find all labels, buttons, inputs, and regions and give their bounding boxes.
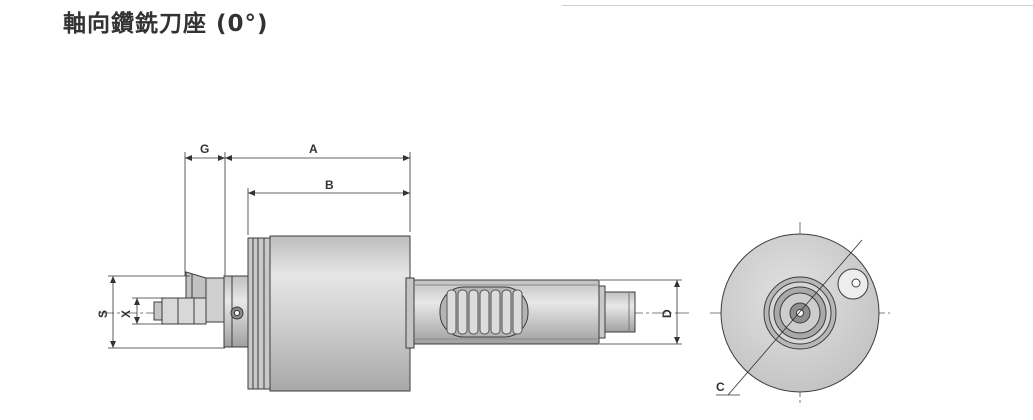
- label-c: C: [716, 380, 725, 394]
- nose-cap: [205, 277, 225, 323]
- label-g: G: [200, 142, 209, 156]
- side-view: [100, 152, 690, 392]
- shank-end: [604, 291, 636, 333]
- front-view: [710, 222, 890, 404]
- label-b: B: [325, 178, 334, 192]
- label-d: D: [660, 309, 674, 318]
- shank-step: [598, 285, 606, 339]
- front-nut: [223, 275, 249, 348]
- shank-grooves: [446, 289, 523, 335]
- body-flange: [247, 237, 271, 390]
- label-a: A: [309, 142, 318, 156]
- dimension-lines: [108, 152, 682, 349]
- body-ring: [405, 277, 415, 349]
- page-title: 軸向鑽銑刀座 (0°): [63, 11, 269, 37]
- label-s: S: [96, 310, 110, 318]
- main-body: [269, 235, 411, 392]
- label-x: X: [119, 310, 133, 318]
- top-divider-line: [562, 5, 1033, 6]
- tool-shank: [161, 297, 207, 325]
